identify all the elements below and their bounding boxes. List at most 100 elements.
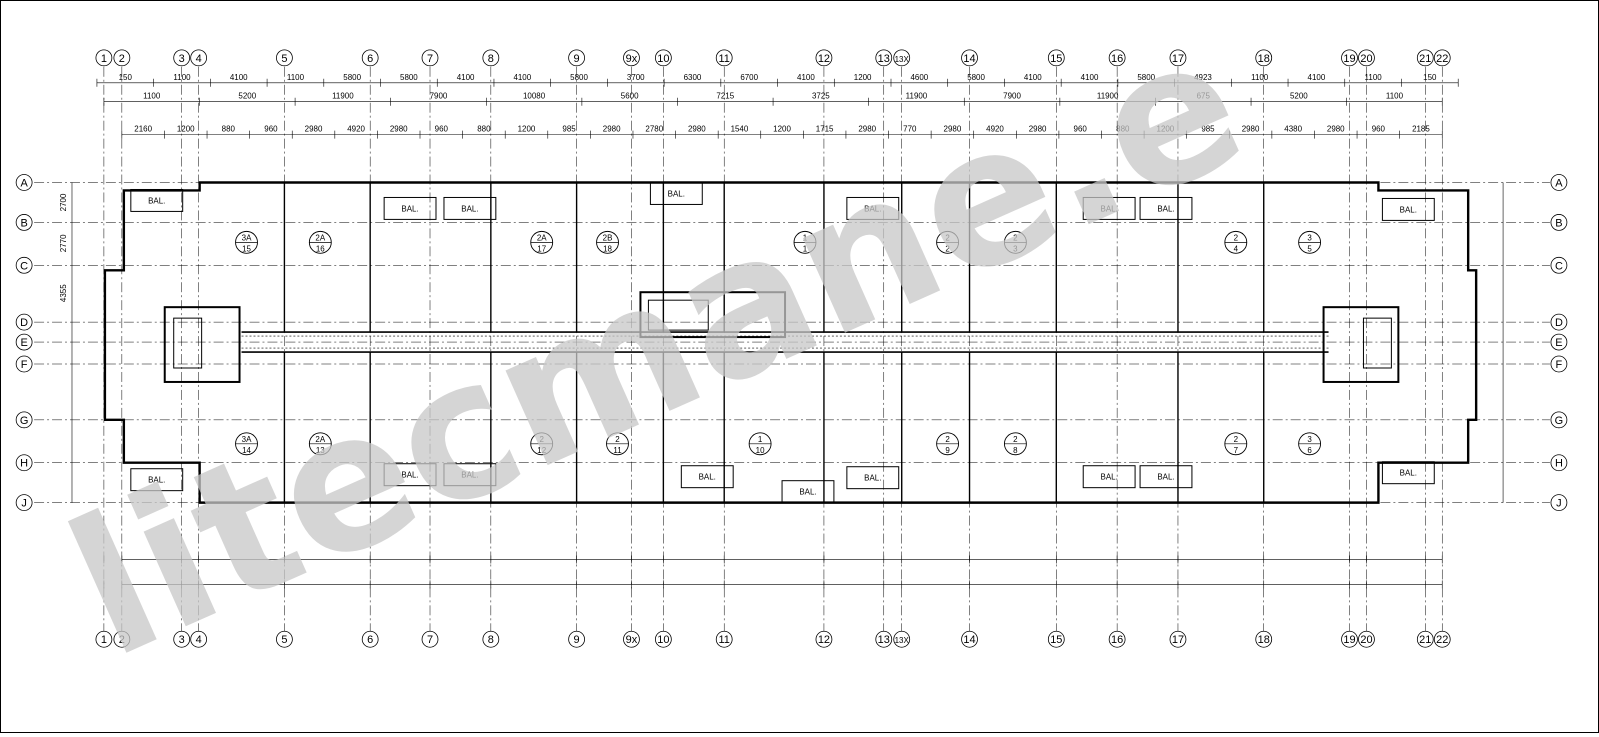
grid-label-row: A (20, 177, 28, 189)
grid-bubble-col (276, 630, 293, 648)
dimension-value: 985 (562, 125, 576, 134)
unit-number: 13 (316, 446, 325, 455)
unit-number: 9 (945, 446, 950, 455)
dimension-value: 4920 (986, 125, 1004, 134)
dimension-value: 2980 (1029, 125, 1047, 134)
unit-type: 2 (539, 435, 544, 444)
grid-bubble-row (15, 214, 33, 231)
grid-label-col: 8 (488, 53, 494, 65)
balcony-outline (846, 466, 900, 490)
grid-label-col: 8 (488, 634, 494, 646)
unit-number: 7 (1234, 446, 1239, 455)
balcony-label: BAL. (864, 474, 881, 483)
grid-label-row: F (21, 359, 28, 371)
grid-bubble-col (421, 49, 439, 67)
grid-label-col: 1 (101, 53, 107, 65)
grid-bubble-row (1550, 174, 1568, 191)
unit-number: 5 (1307, 244, 1312, 253)
dimension-value: 5600 (621, 92, 639, 101)
grid-label-col: 13X (895, 636, 910, 645)
dimension-value: 11900 (906, 92, 928, 101)
grid-bubble-col (875, 49, 893, 67)
building-walls (103, 181, 1478, 504)
balcony-label: BAL. (401, 204, 418, 213)
grid-bubble-col (276, 49, 293, 67)
dimension-value: 7215 (716, 92, 734, 101)
unit-type: 1 (758, 435, 763, 444)
unit-number: 17 (537, 244, 546, 253)
unit-number: 12 (537, 446, 546, 455)
dimension-value: 5800 (343, 73, 361, 82)
grid-bubble-row (1550, 214, 1568, 231)
grid-bubble-col (893, 49, 911, 67)
unit-number: 16 (316, 244, 325, 253)
dimension-value: 1200 (518, 125, 536, 134)
stair-core-west-inner (173, 317, 203, 369)
unit-type: 2 (945, 233, 950, 242)
dimension-value: 4920 (347, 125, 365, 134)
grid-bubble-col (1047, 49, 1065, 67)
grid-label-col: 3 (179, 53, 185, 65)
dimension-value: 4100 (797, 73, 815, 82)
dimension-value: 2160 (134, 125, 152, 134)
grid-bubble-col (1358, 630, 1375, 648)
grid-bubble-col (482, 49, 500, 67)
balcony-outline (443, 196, 497, 220)
dimension-value: 7900 (430, 92, 448, 101)
grid-label-col: 22 (1436, 53, 1448, 65)
balcony-label: BAL. (699, 473, 716, 482)
unit-type: 2 (615, 435, 620, 444)
grid-bubble-col (1416, 49, 1434, 67)
grid-label-row: G (20, 415, 29, 427)
grid-label-col: 9x (626, 53, 638, 65)
dimension-value: 4923 (1194, 73, 1212, 82)
grid-label-col: 12 (818, 634, 830, 646)
unit-tag: 36 (1298, 432, 1322, 456)
grid-bubble-col (1358, 49, 1375, 67)
grid-bubble-col (361, 49, 379, 67)
grid-label-col: 19 (1343, 634, 1355, 646)
dimension-value: 7900 (1003, 92, 1021, 101)
grid-label-row: E (20, 337, 27, 349)
grid-label-row: G (1555, 415, 1564, 427)
grid-bubble-col (568, 630, 585, 648)
grid-label-col: 7 (427, 53, 433, 65)
grid-label-row: D (1555, 317, 1563, 329)
unit-type: 2 (945, 435, 950, 444)
unit-number: 18 (603, 244, 612, 253)
dimension-value: 880 (477, 125, 491, 134)
grid-bubble-col (190, 49, 208, 67)
dimension-value: 1200 (773, 125, 791, 134)
dimension-value: 985 (1201, 125, 1215, 134)
dimension-value: 2780 (645, 125, 663, 134)
balcony-outline (1082, 465, 1136, 489)
dimension-value: 1100 (1386, 92, 1404, 101)
grid-bubble-row (15, 411, 33, 429)
stair-core-west (163, 306, 241, 383)
grid-bubble-col (113, 630, 131, 648)
unit-type: 2 (1013, 233, 1018, 242)
unit-type: 2A (315, 233, 325, 242)
grid-bubble-row (15, 494, 33, 512)
unit-tag: 11 (793, 230, 817, 254)
balcony-outline (1139, 465, 1193, 489)
grid-bubble-row (1550, 313, 1568, 331)
dimension-value: 1200 (854, 73, 872, 82)
grid-label-col: 9x (626, 634, 638, 646)
dimension-value: 2980 (1327, 125, 1345, 134)
balcony-outline (130, 468, 184, 492)
service-core (639, 291, 787, 339)
unit-type: 2A (315, 435, 325, 444)
unit-number: 15 (242, 244, 251, 253)
grid-label-row: B (20, 217, 27, 229)
unit-tag: 22 (936, 230, 960, 254)
service-core-inner (647, 299, 709, 331)
grid-bubble-col (1047, 630, 1065, 648)
balcony-label: BAL. (864, 204, 881, 213)
grid-bubble-row (15, 174, 33, 191)
grid-label-row: B (1555, 217, 1562, 229)
balcony-outline (1082, 196, 1136, 220)
dimension-value: 960 (435, 125, 449, 134)
grid-label-col: 10 (657, 634, 669, 646)
